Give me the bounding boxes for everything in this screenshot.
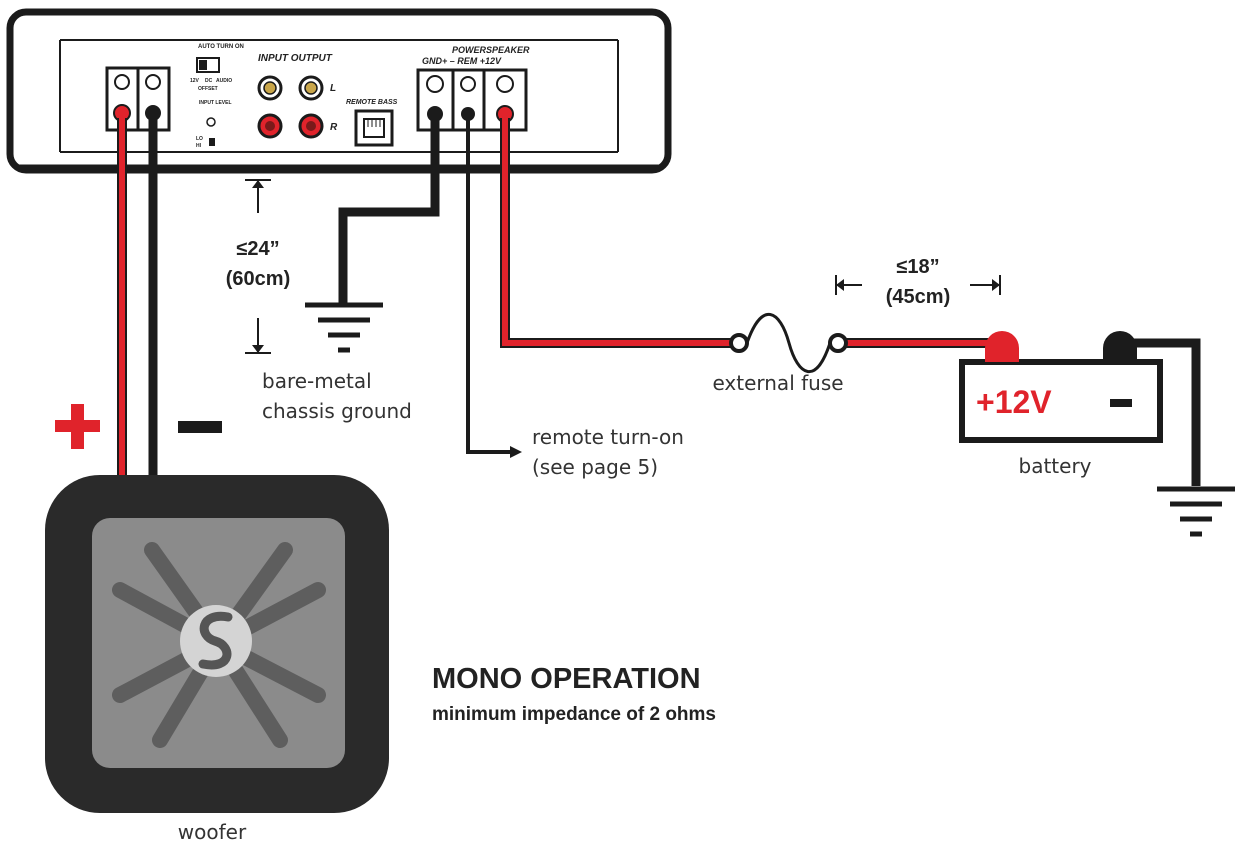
switch-knob	[199, 60, 207, 70]
input-level-hi: HI	[196, 143, 202, 149]
battery-negative-mark	[1110, 399, 1132, 407]
ground-wire	[338, 118, 440, 303]
switch-option-dc: DC	[205, 78, 213, 84]
battery-positive-post	[985, 331, 1019, 362]
power-wire	[500, 118, 1000, 348]
fuse-distance: ≤18”	[896, 256, 939, 278]
switch-option-12v: 12V	[190, 78, 200, 84]
chassis-ground-caption-line1: bare-metal	[262, 369, 372, 393]
speaker-terminal-block	[105, 66, 171, 132]
input-output-label: INPUT OUTPUT	[258, 53, 333, 64]
remote-bass-label: REMOTE BASS	[346, 99, 398, 106]
battery-ground-wire	[1120, 338, 1201, 486]
rca-right-label: R	[330, 122, 338, 133]
input-level-selector[interactable]	[209, 138, 215, 146]
battery-ground-symbol	[1157, 486, 1235, 537]
positive-polarity-mark	[55, 404, 100, 449]
rca-jacks	[257, 75, 324, 139]
switch-sublabel: OFFSET	[198, 86, 218, 92]
power-speaker-label: POWERSPEAKER	[452, 45, 530, 55]
ground-distance: ≤24”	[236, 238, 279, 260]
ground-distance-indicator	[245, 179, 271, 354]
fuse-caption: external fuse	[712, 371, 843, 395]
battery-positive-label: +12V	[976, 384, 1052, 420]
diagram-title: MONO OPERATION	[432, 663, 701, 695]
remote-caption-line2: (see page 5)	[532, 455, 658, 479]
power-terminals-label: GND+ – REM +12V	[422, 56, 502, 66]
chassis-ground-symbol	[305, 302, 383, 353]
auto-turn-on-label: AUTO TURN ON	[198, 44, 244, 50]
remote-bass-port[interactable]	[354, 109, 394, 147]
speaker-wires	[117, 118, 158, 478]
woofer-caption: woofer	[178, 820, 247, 844]
chassis-ground-caption-line2: chassis ground	[262, 399, 412, 423]
negative-polarity-mark	[178, 421, 222, 433]
input-level-lo: LO	[196, 136, 203, 142]
external-fuse	[729, 312, 848, 374]
fuse-distance-metric: (45cm)	[886, 286, 950, 308]
fuse-distance-indicator	[835, 275, 1001, 295]
battery-caption: battery	[1019, 454, 1092, 478]
amplifier: AUTO TURN ON 12V DC AUDIO OFFSET INPUT L…	[6, 8, 672, 174]
woofer	[45, 475, 389, 813]
rca-left-label: L	[330, 83, 336, 94]
ground-distance-metric: (60cm)	[226, 268, 290, 290]
input-level-knob[interactable]	[206, 117, 216, 127]
remote-caption-line1: remote turn-on	[532, 425, 684, 449]
switch-option-audio: AUDIO	[216, 78, 232, 84]
remote-wire	[466, 118, 522, 458]
input-level-label: INPUT LEVEL	[199, 100, 232, 106]
diagram-subtitle: minimum impedance of 2 ohms	[432, 704, 716, 725]
